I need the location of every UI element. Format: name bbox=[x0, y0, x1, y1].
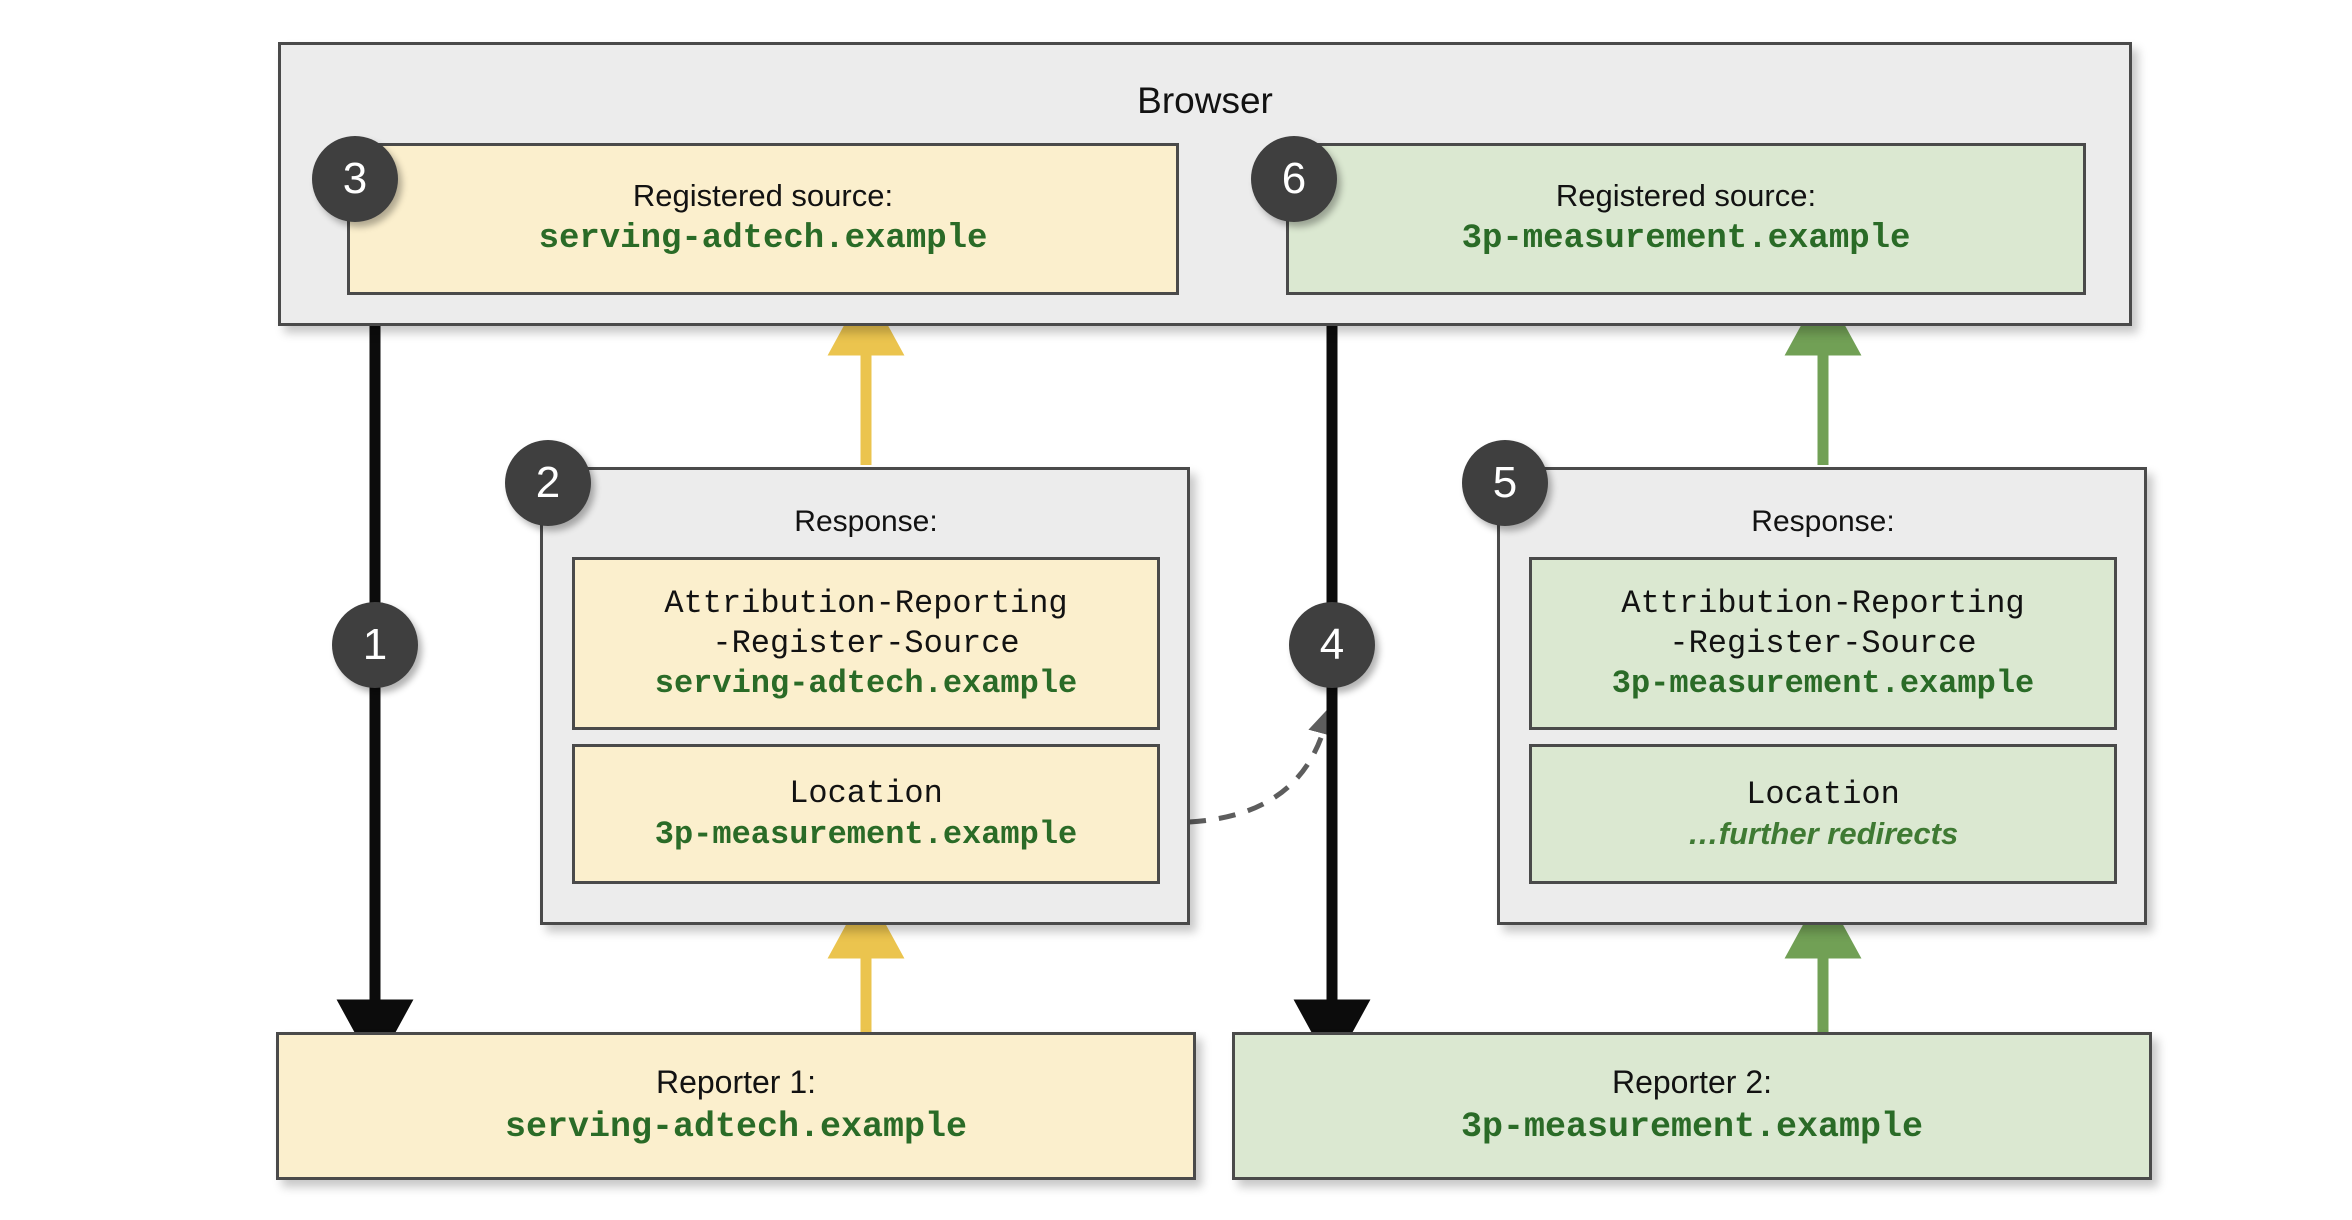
step-badge-5: 5 bbox=[1462, 440, 1548, 526]
dashed-redirect-connector bbox=[1188, 706, 1338, 825]
reporter-value-1: serving-adtech.example bbox=[504, 1107, 968, 1148]
header-name-1-1-line2: -Register-Source bbox=[712, 624, 1020, 662]
step-badge-6: 6 bbox=[1251, 136, 1337, 222]
step-badge-1: 1 bbox=[332, 602, 418, 688]
registered-source-heading-1: Registered source: bbox=[632, 178, 894, 214]
response-header-card-1-1: Attribution-Reporting -Register-Source s… bbox=[572, 557, 1160, 730]
registered-source-value-2: 3p-measurement.example bbox=[1461, 220, 1911, 259]
header-value-1-1: serving-adtech.example bbox=[654, 665, 1078, 703]
header-name-1-2-line1: Location bbox=[789, 775, 943, 813]
response-header-card-2-1: Attribution-Reporting -Register-Source 3… bbox=[1529, 557, 2117, 730]
reporter-card-2: Reporter 2: 3p-measurement.example bbox=[1232, 1032, 2152, 1180]
reporter-heading-1: Reporter 1: bbox=[655, 1064, 817, 1101]
registered-source-card-2: Registered source: 3p-measurement.exampl… bbox=[1286, 143, 2086, 295]
response-header-card-1-2: Location 3p-measurement.example bbox=[572, 744, 1160, 884]
step-badge-3: 3 bbox=[312, 136, 398, 222]
response-title-2: Response: bbox=[1751, 505, 1895, 538]
reporter-heading-2: Reporter 2: bbox=[1611, 1064, 1773, 1101]
registered-source-card-1: Registered source: serving-adtech.exampl… bbox=[347, 143, 1179, 295]
browser-title: Browser bbox=[1137, 80, 1273, 121]
step-badge-2: 2 bbox=[505, 440, 591, 526]
response-title-1: Response: bbox=[794, 505, 938, 538]
registered-source-heading-2: Registered source: bbox=[1555, 178, 1817, 214]
reporter-value-2: 3p-measurement.example bbox=[1460, 1107, 1924, 1148]
header-name-2-1-line2: -Register-Source bbox=[1669, 624, 1977, 662]
step-badge-4: 4 bbox=[1289, 602, 1375, 688]
registered-source-value-1: serving-adtech.example bbox=[538, 220, 988, 259]
header-value-1-2: 3p-measurement.example bbox=[654, 815, 1078, 853]
header-name-1-1-line1: Attribution-Reporting bbox=[664, 584, 1068, 622]
header-value-2-1: 3p-measurement.example bbox=[1611, 665, 2035, 703]
reporter-card-1: Reporter 1: serving-adtech.example bbox=[276, 1032, 1196, 1180]
header-name-2-2-line1: Location bbox=[1746, 775, 1900, 813]
response-header-card-2-2: Location …further redirects bbox=[1529, 744, 2117, 884]
header-value-2-2: …further redirects bbox=[1687, 816, 1959, 852]
header-name-2-1-line1: Attribution-Reporting bbox=[1621, 584, 2025, 622]
